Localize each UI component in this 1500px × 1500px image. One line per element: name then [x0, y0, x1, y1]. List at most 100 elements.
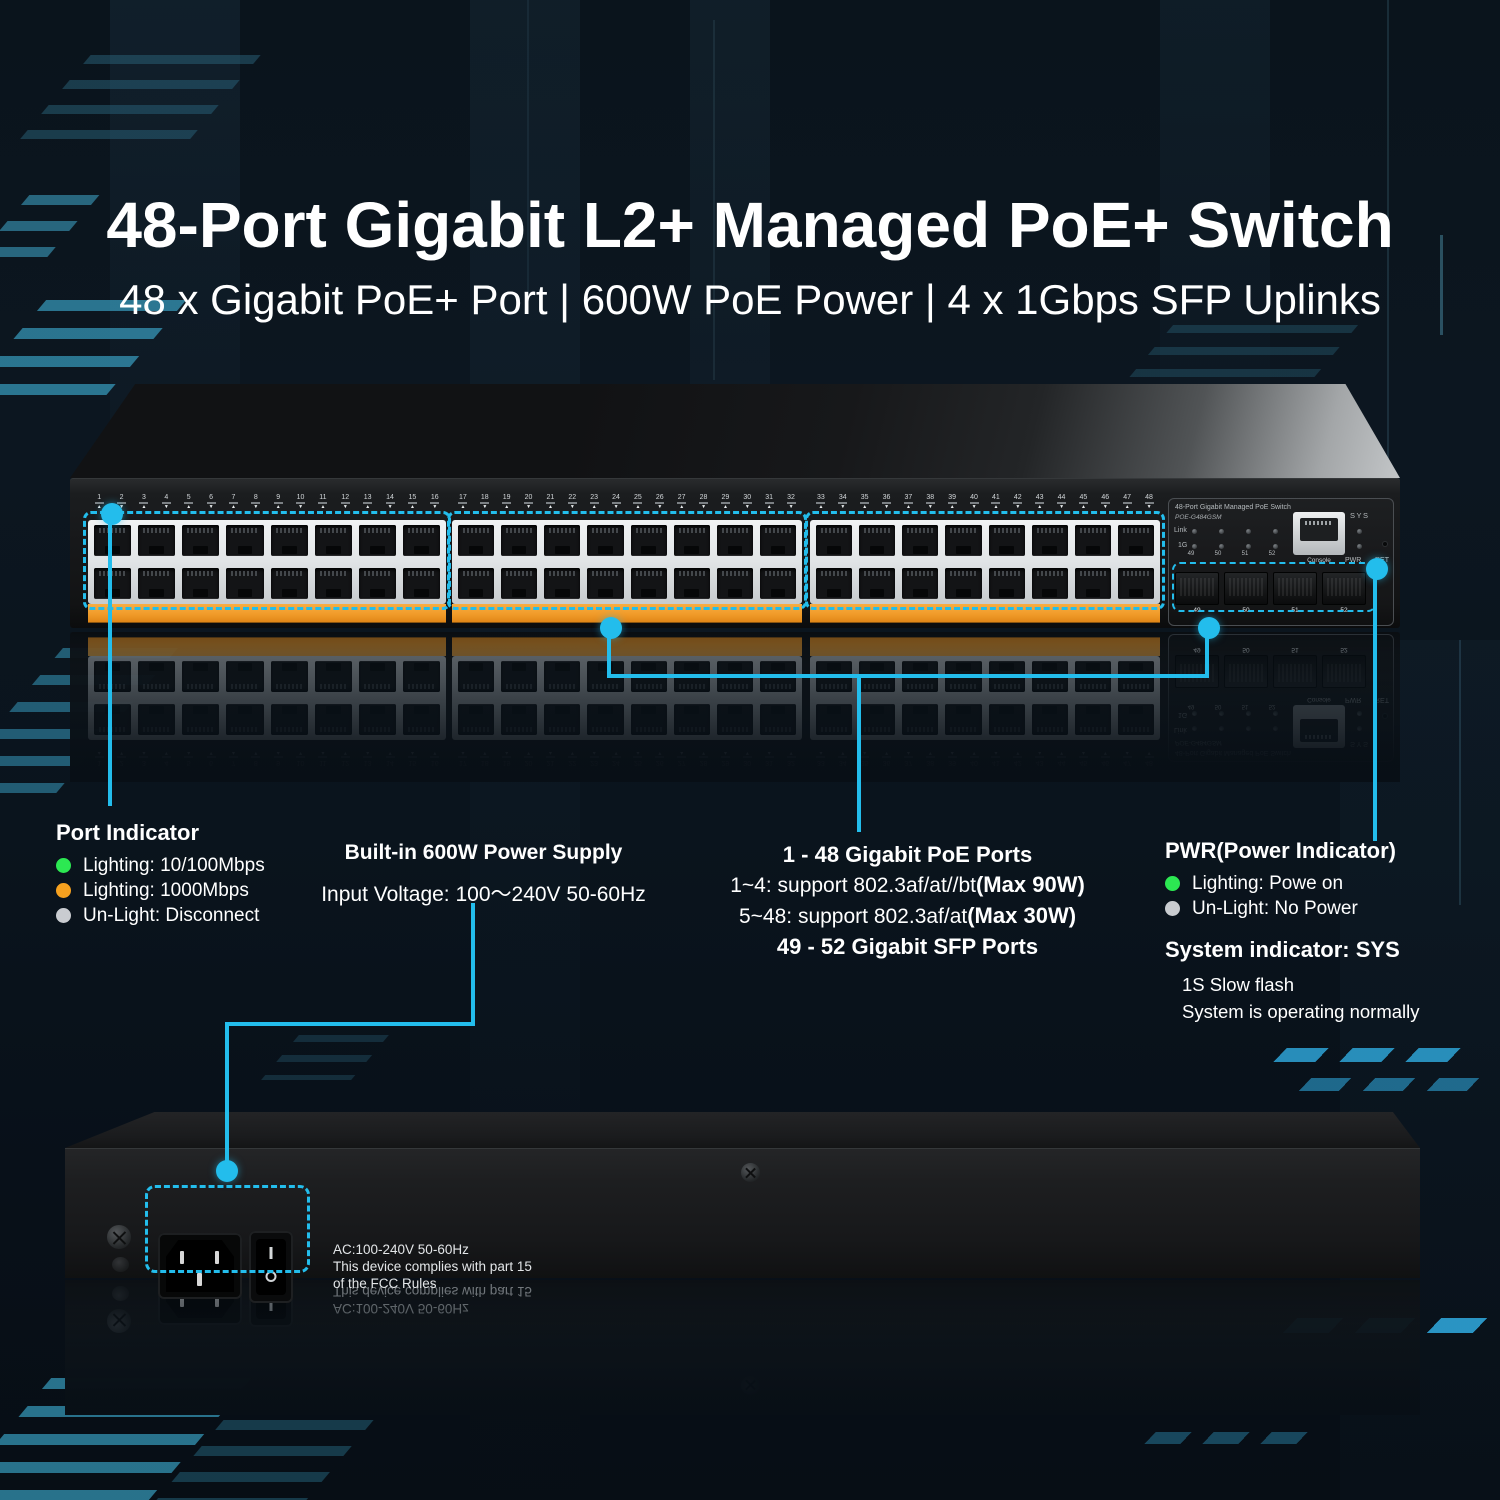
triangle-up-icon: ▲: [905, 504, 911, 510]
port-number: 6▼: [200, 494, 222, 518]
triangle-down-icon: ▼: [526, 504, 532, 510]
led-indicator: [1273, 544, 1278, 549]
rj45-port: [673, 568, 710, 599]
sfp-port-number: 52: [1268, 551, 1276, 557]
callout-line-power3: [225, 1022, 229, 1172]
sfp-cage: [1273, 572, 1317, 605]
port-number: 4▼: [155, 494, 177, 518]
rj45-port-group: [88, 520, 446, 604]
triangle-up-icon: ▲: [275, 504, 281, 510]
rj45-port: [458, 568, 495, 599]
rj45-port: [402, 525, 440, 556]
rj45-port: [1074, 525, 1111, 556]
port-number: 46▼: [1100, 494, 1110, 510]
rj45-port: [945, 525, 982, 556]
port-number: 7▲: [222, 494, 244, 518]
poe-ports-line: 49 - 52 Gigabit SFP Ports: [776, 934, 1039, 959]
port-number: 29▲: [720, 494, 730, 510]
bg-dashes: [261, 1035, 389, 1080]
port-number: 41▲: [991, 494, 1001, 510]
callout-line-power2: [225, 1022, 475, 1026]
pwr-label: PWR: [1345, 557, 1362, 564]
led-indicator: [1192, 529, 1197, 534]
rj45-port: [226, 568, 264, 599]
triangle-down-icon: ▼: [569, 504, 575, 510]
triangle-down-icon: ▼: [788, 504, 794, 510]
bg-dashes: [1144, 1432, 1316, 1444]
grounding-screw: [107, 1225, 131, 1249]
rj45-port: [988, 568, 1025, 599]
sfp-port-number: 51: [1241, 551, 1249, 557]
port-number: 23▲: [589, 494, 599, 510]
rj45-port: [716, 525, 753, 556]
poe-group1-highlight: [83, 511, 451, 610]
port-indicator-title: Port Indicator: [56, 820, 200, 845]
led-color-dot: [56, 883, 71, 898]
triangle-down-icon: ▼: [432, 504, 438, 510]
rj45-port: [314, 568, 352, 599]
led-indicator: [1246, 544, 1251, 549]
power-module-highlight: [145, 1185, 310, 1273]
callout-dot-poe-left: [600, 617, 622, 639]
sfp-ports-highlight: [1172, 562, 1376, 612]
port-number: 14▼: [385, 494, 395, 510]
rj45-port: [902, 568, 939, 599]
port-number: 8▼: [245, 494, 267, 518]
triangle-down-icon: ▼: [387, 504, 393, 510]
triangle-up-icon: ▲: [320, 504, 326, 510]
sys-indicator-title: System indicator: SYS: [1165, 937, 1400, 962]
triangle-up-icon: ▲: [766, 504, 772, 510]
page-title: 48-Port Gigabit L2+ Managed PoE+ Switch: [106, 189, 1394, 261]
rj45-port: [902, 525, 939, 556]
pwr-led: [1357, 544, 1362, 549]
triangle-up-icon: ▲: [635, 504, 641, 510]
triangle-down-icon: ▼: [1015, 504, 1021, 510]
triangle-up-icon: ▲: [591, 504, 597, 510]
triangle-up-icon: ▲: [365, 504, 371, 510]
rj45-port: [859, 568, 896, 599]
poe-ports-line: 1 - 48 Gigabit PoE Ports: [782, 842, 1033, 867]
port-number: 2▼: [110, 494, 132, 518]
led-color-dot: [1165, 876, 1180, 891]
switch-top-face: [70, 384, 1400, 478]
sys-led-label: SYS: [1350, 511, 1370, 520]
port-number: 20▼: [524, 494, 534, 510]
switch-front-panel: 1▲2▼3▲4▼5▲6▼7▲8▼9▲10▼11▲12▼13▲14▼15▲16▼ …: [70, 478, 1400, 628]
port-number: 37▲: [903, 494, 913, 510]
port-number: 22▼: [567, 494, 577, 510]
rj45-port: [1074, 568, 1111, 599]
device-front-reflection: 1▲2▼3▲4▼5▲6▼7▲8▼9▲10▼11▲12▼13▲14▼15▲16▼ …: [70, 632, 1400, 782]
triangle-up-icon: ▲: [993, 504, 999, 510]
callout-dot-port1: [101, 503, 123, 525]
sfp-cage: [1175, 572, 1219, 605]
rear-label-line: This device complies with part 15: [333, 1259, 532, 1274]
port-number: 31▲: [764, 494, 774, 510]
triangle-up-icon: ▲: [186, 504, 192, 510]
rj45-port: [759, 568, 796, 599]
switch-on-mark: [269, 1247, 273, 1259]
rj45-port: [544, 568, 581, 599]
page-subtitle: 48 x Gigabit PoE+ Port | 600W PoE Power …: [119, 276, 1381, 323]
switch-front-view: 1▲2▼3▲4▼5▲6▼7▲8▼9▲10▼11▲12▼13▲14▼15▲16▼ …: [70, 384, 1400, 628]
port-number: 15▲: [407, 494, 417, 510]
port-number: 42▼: [1013, 494, 1023, 510]
screw: [741, 1163, 760, 1182]
power-supply-voltage: Input Voltage: 100～240V 50-60Hz: [321, 883, 646, 906]
port-number: 35▲: [860, 494, 870, 510]
sys-indicator-line: 1S Slow flash: [1182, 974, 1295, 995]
power-supply-title: Built-in 600W Power Supply: [344, 841, 623, 864]
port-number: 36▼: [882, 494, 892, 510]
led-indicator: [1192, 544, 1197, 549]
triangle-up-icon: ▲: [862, 504, 868, 510]
port-number: 47▲: [1122, 494, 1132, 510]
port-number: 17▲: [458, 494, 468, 510]
rj45-port: [630, 568, 667, 599]
port-number: 5▲: [178, 494, 200, 518]
